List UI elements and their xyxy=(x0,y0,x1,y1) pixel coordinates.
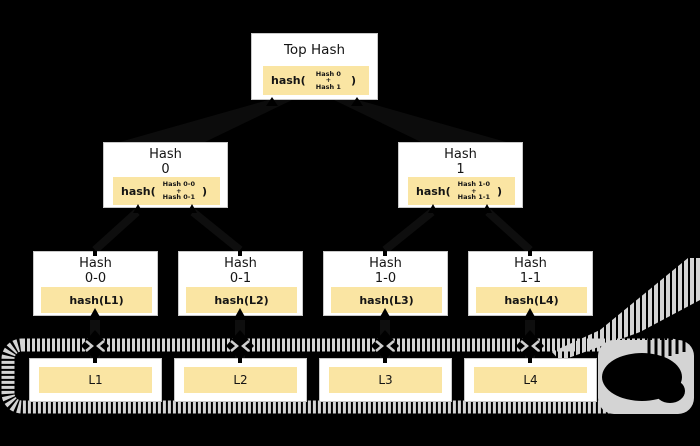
node-hash-0-1: Hash 0-1 hash(L2) xyxy=(178,251,303,316)
arrow-hash1-to-top xyxy=(334,100,506,142)
hash-fn-open: hash( xyxy=(271,74,306,87)
hash-arg-op: + xyxy=(325,76,332,85)
node-title: Hash 1 xyxy=(444,147,477,177)
hash-arg-top: Hash 1-0 xyxy=(457,180,490,189)
hash-arg-op: + xyxy=(176,186,182,195)
node-title: Hash 0 xyxy=(149,147,182,177)
node-title: Hash 1-1 xyxy=(514,256,547,286)
node-hash-1-0: Hash 1-0 hash(L3) xyxy=(323,251,448,316)
hash-arg-op: + xyxy=(471,186,477,195)
hash-fn-close: ) xyxy=(201,184,207,198)
hash-expression: hash( Hash 1-0 + Hash 1-1 ) xyxy=(408,177,515,205)
data-block-label: L4 xyxy=(474,367,587,393)
arrows-blocks-to-level3 xyxy=(90,320,535,358)
hash-fn-close: ) xyxy=(496,184,502,198)
hash-arg-top: Hash 0-0 xyxy=(162,180,195,189)
node-top-hash: Top Hash hash( Hash 0 + Hash 1 ) xyxy=(251,33,378,100)
data-block-l1: L1 xyxy=(29,358,162,402)
hash-fn-open: hash( xyxy=(121,184,156,198)
hash-expression: hash(L1) xyxy=(41,287,152,313)
data-block-label: L3 xyxy=(329,367,442,393)
data-block-l2: L2 xyxy=(174,358,307,402)
hash-expression: hash(L2) xyxy=(186,287,297,313)
hash-fn-close: ) xyxy=(350,74,356,87)
hash-args: Hash 0 + Hash 1 xyxy=(316,71,341,91)
node-title: Top Hash xyxy=(283,42,346,58)
node-title: Hash 1-0 xyxy=(369,256,402,286)
data-block-label: L1 xyxy=(39,367,152,393)
hash-expression: hash( Hash 0-0 + Hash 0-1 ) xyxy=(113,177,220,205)
hash-arg-bottom: Hash 1-1 xyxy=(457,193,490,202)
node-hash-0-0: Hash 0-0 hash(L1) xyxy=(33,251,158,316)
data-block-l4: L4 xyxy=(464,358,597,402)
node-hash-1-1: Hash 1-1 hash(L4) xyxy=(468,251,593,316)
data-blocks-outline-right-blob xyxy=(598,338,694,414)
node-hash-0: Hash 0 hash( Hash 0-0 + Hash 0-1 ) xyxy=(103,142,228,208)
hash-args: Hash 0-0 + Hash 0-1 xyxy=(163,181,195,201)
data-block-l3: L3 xyxy=(319,358,452,402)
hash-args: Hash 1-0 + Hash 1-1 xyxy=(458,181,490,201)
hash-expression: hash( Hash 0 + Hash 1 ) xyxy=(263,66,369,95)
arrow-hash0-to-top xyxy=(120,100,292,142)
data-block-label: L2 xyxy=(184,367,297,393)
band-arrow-gaps xyxy=(81,330,544,360)
hash-expression: hash(L4) xyxy=(476,287,587,313)
hash-fn-open: hash( xyxy=(416,184,451,198)
node-title: Hash 0-1 xyxy=(224,256,257,286)
arrowhead-notches xyxy=(90,97,535,363)
hash-expression: hash(L3) xyxy=(331,287,442,313)
hash-arg-bottom: Hash 1 xyxy=(315,82,341,91)
node-title: Hash 0-0 xyxy=(79,256,112,286)
node-hash-1: Hash 1 hash( Hash 1-0 + Hash 1-1 ) xyxy=(398,142,523,208)
hash-arg-bottom: Hash 0-1 xyxy=(162,193,195,202)
arrows-level3-to-level2 xyxy=(92,208,533,254)
hash-arg-top: Hash 0 xyxy=(315,69,341,78)
